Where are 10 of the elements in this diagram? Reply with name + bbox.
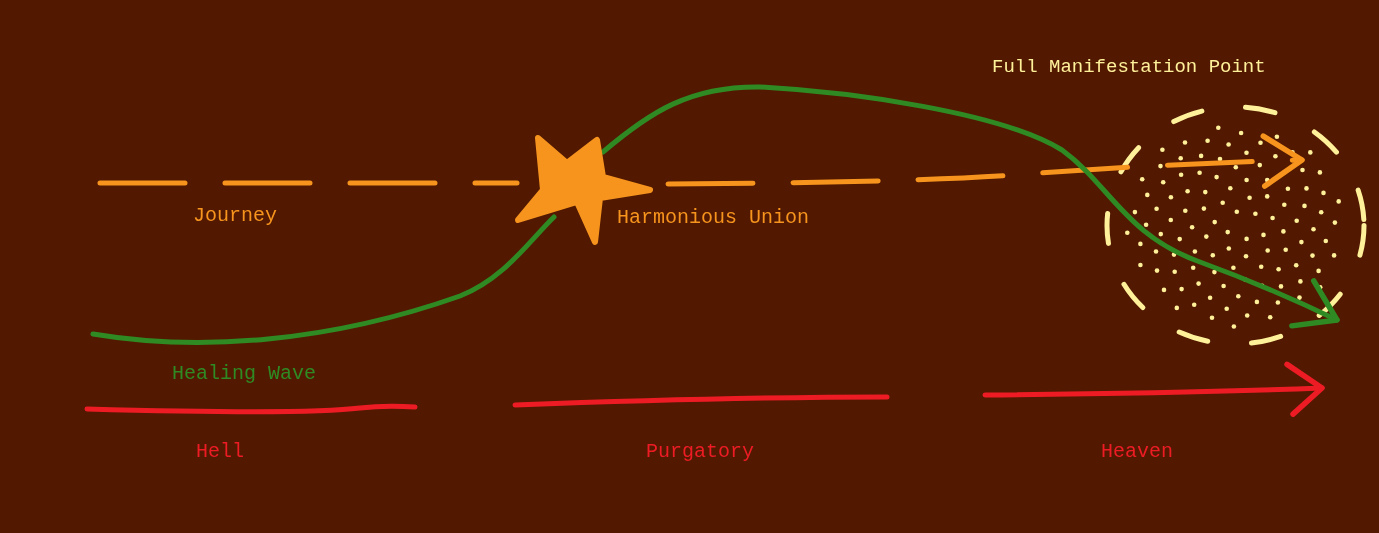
stage-label: Purgatory <box>646 440 755 464</box>
stage-label: Heaven <box>1101 440 1173 464</box>
edge-label: Healing Wave <box>172 362 317 386</box>
arrow <box>665 133 1305 189</box>
arrow <box>600 84 1340 329</box>
connector-line <box>90 214 557 345</box>
connector-line <box>97 180 520 186</box>
node-label: Harmonious Union <box>617 206 810 230</box>
node-label: Full Manifestation Point <box>992 55 1266 79</box>
stage-label: Hell <box>196 440 244 464</box>
